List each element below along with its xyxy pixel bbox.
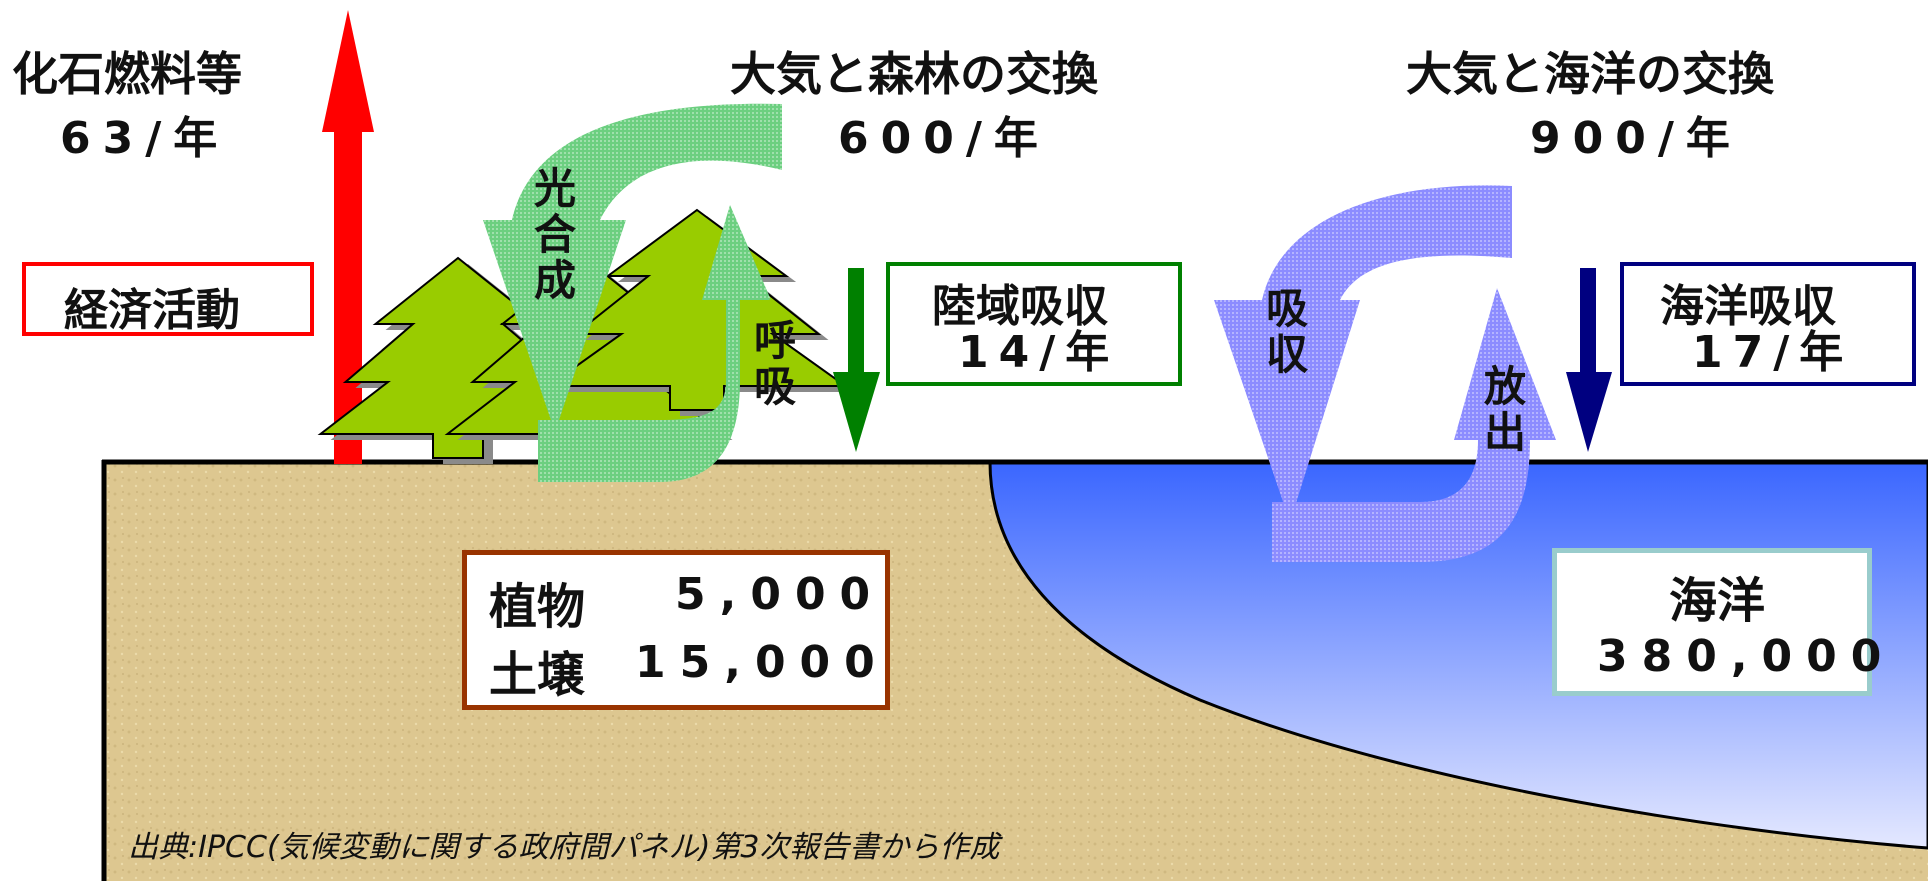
fossil-emission-arrow <box>322 10 374 464</box>
soil-label: 土壌 <box>489 647 586 703</box>
forest-trees <box>317 208 856 464</box>
tree-right <box>545 208 849 411</box>
ocean-exchange-title: 大気と海洋の交換 <box>1406 47 1774 101</box>
land-absorption-arrow <box>833 268 880 452</box>
economic-activity-label: 経済活動 <box>64 285 240 336</box>
photosynthesis-label: 光合成 <box>533 164 576 305</box>
forest-exchange-rate: 600/年 <box>838 113 1050 164</box>
ocean-absorption-box-label: 海洋吸収 <box>1660 281 1836 332</box>
land-absorption-box: 陸域吸収 14/年 <box>886 262 1182 386</box>
photosynthesis-arrow <box>483 103 782 432</box>
land-absorption-rate: 14/年 <box>958 327 1120 378</box>
ocean-carbon-store-box: 海洋 380,000 <box>1552 548 1881 696</box>
ocean-release-label: 放出 <box>1483 362 1526 457</box>
respiration-arrow <box>538 205 771 482</box>
ocean-absorption-rate: 17/年 <box>1692 327 1854 378</box>
ocean-absorption-box: 海洋吸収 17/年 <box>1620 262 1916 386</box>
ocean-release-arrow <box>1272 288 1556 562</box>
ocean-absorption-arrow <box>1214 185 1512 522</box>
economic-activity-box: 経済活動 <box>22 262 314 336</box>
plants-value: 5,000 <box>675 569 885 620</box>
land-carbon-store-box: 植物 5,000 土壌 15,000 <box>462 550 890 710</box>
plants-label: 植物 <box>489 579 586 635</box>
fossil-rate: 63/年 <box>60 113 230 164</box>
ocean-store-label: 海洋 <box>1669 573 1766 629</box>
ocean-absorption-label: 吸収 <box>1265 284 1308 379</box>
land-absorption-label: 陸域吸収 <box>932 281 1108 332</box>
ocean-exchange-rate: 900/年 <box>1530 113 1742 164</box>
respiration-label: 呼吸 <box>753 316 796 411</box>
ocean-uptake-arrow <box>1566 268 1612 452</box>
soil-value: 15,000 <box>635 637 889 688</box>
fossil-title: 化石燃料等 <box>12 47 242 101</box>
source-citation: 出典:IPCC(気候変動に関する政府間パネル)第3次報告書から作成 <box>128 830 1000 865</box>
ocean-store-value: 380,000 <box>1597 631 1896 682</box>
forest-exchange-title: 大気と森林の交換 <box>730 47 1098 101</box>
